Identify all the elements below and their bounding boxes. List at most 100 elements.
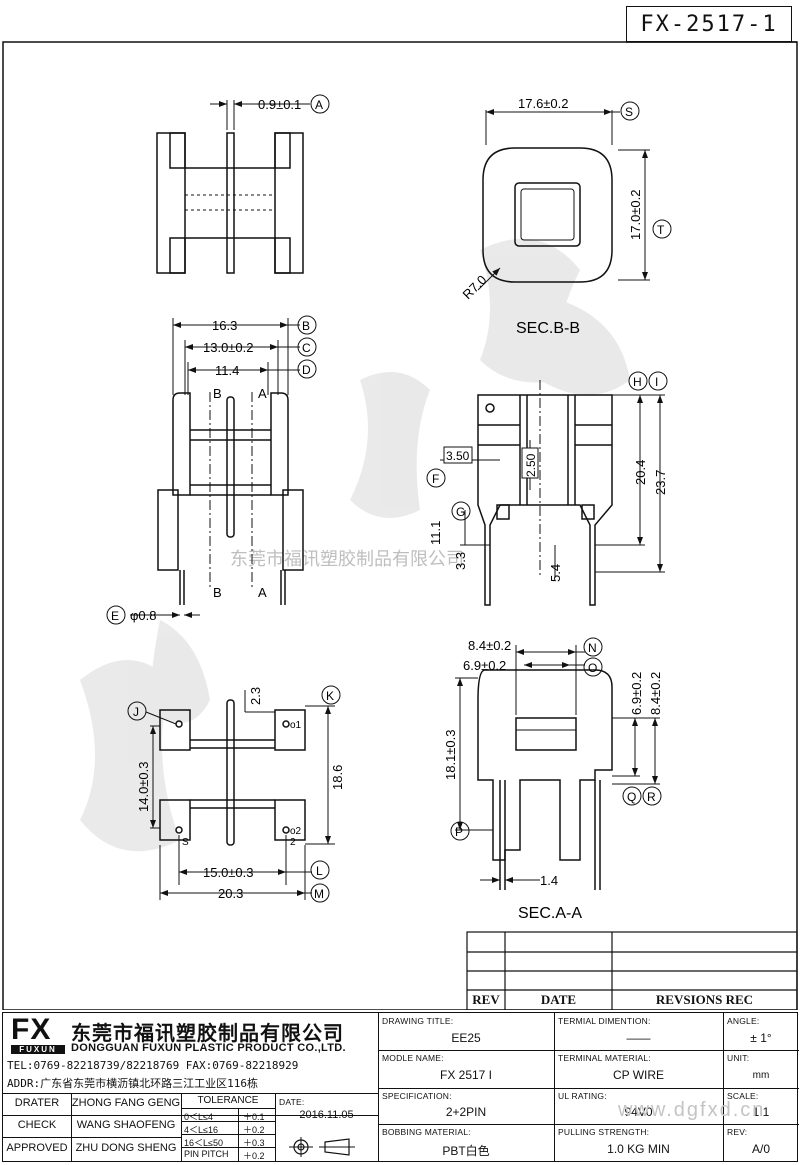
tag-i: I: [655, 375, 658, 389]
section-mark-a-top: A: [258, 386, 267, 401]
dim-3-3: 3.3: [453, 552, 468, 570]
terminal-material-value: CP WIRE: [612, 1068, 665, 1082]
date-label: DATE:: [279, 1097, 305, 1107]
dim-6-9-vert: 6.9±0.2: [629, 672, 644, 715]
dim-8-4-vert: 8.4±0.2: [648, 672, 663, 715]
tol-range-2: 4＜L≤16: [184, 1125, 218, 1135]
signoff-name-check: WANG SHAOFENG: [76, 1119, 176, 1131]
drawing-title-label: DRAWING TITLE:: [382, 1016, 454, 1026]
signoff-role-drater: DRATER: [14, 1097, 60, 1109]
dim-2-3: 2.3: [248, 687, 263, 705]
watermark-text: 东莞市福讯塑胶制品有限公司: [230, 549, 464, 569]
dim-15-0: 15.0±0.3: [203, 865, 254, 880]
tag-t: T: [657, 223, 665, 237]
pulling-strength-value: 1.0 KG MIN: [607, 1142, 670, 1156]
drawing-frame: [2, 41, 798, 1010]
rev-header-records: REVSIONS REC: [655, 992, 754, 1007]
section-mark-b-top: B: [213, 386, 222, 401]
company-logo: FX FUXUN: [11, 1013, 65, 1056]
bobbing-material-label: BOBBING MATERIAL:: [382, 1127, 471, 1137]
terminal-material-label: TERMINAL MATERIAL:: [558, 1053, 651, 1063]
dim-3-50: 3.50: [446, 449, 470, 463]
dim-11-1: 11.1: [428, 521, 443, 545]
sec-bb-caption: SEC.B-B: [516, 320, 580, 337]
tag-l: L: [316, 864, 323, 878]
company-name-en: DONGGUAN FUXUN PLASTIC PRODUCT CO.,LTD.: [71, 1042, 346, 1054]
tol-range-1: 0＜L≤4: [184, 1112, 213, 1122]
signoff-name-drater: ZHONG FANG GENG: [71, 1097, 181, 1109]
revision-table: [466, 931, 798, 1010]
view-sec-aa: [455, 645, 660, 890]
tag-b: B: [302, 319, 310, 333]
tag-g: G: [456, 505, 465, 519]
terminal-dimention-value: ——: [626, 1031, 651, 1045]
dim-1-4: 1.4: [540, 873, 558, 888]
rev-value: A/0: [751, 1142, 770, 1156]
tag-r: R: [647, 790, 656, 804]
signoff-role-check: CHECK: [17, 1119, 57, 1131]
company-name-cn: 东莞市福讯塑胶制品有限公司: [71, 1023, 344, 1045]
pulling-strength-label: PULLING STRENGTH:: [558, 1127, 650, 1137]
unit-label: UNIT:: [727, 1053, 750, 1063]
dim-8-4-horiz: 8.4±0.2: [468, 638, 511, 653]
dim-sec-bb-height: 17.0±0.2: [628, 189, 643, 240]
tag-p: P: [455, 825, 463, 839]
date-value: 2016.11.05: [299, 1109, 354, 1121]
rev-header-rev: REV: [472, 992, 500, 1007]
title-block: FX FUXUN 东莞市福讯塑胶制品有限公司 DONGGUAN FUXUN PL…: [2, 1012, 799, 1162]
tag-k: K: [326, 689, 334, 703]
angle-value: ± 1°: [750, 1031, 772, 1045]
dim-16-3: 16.3: [212, 318, 237, 333]
rev-header-date: DATE: [540, 992, 577, 1007]
rev-label: REV:: [727, 1127, 748, 1137]
tag-q: Q: [627, 790, 636, 804]
company-tel: TEL:0769-82218739/82218769 FAX:0769-8221…: [7, 1059, 299, 1072]
dim-14-0: 14.0±0.3: [136, 761, 151, 812]
tag-a: A: [315, 98, 323, 112]
pin-label-o1: o1: [290, 720, 302, 731]
view-sec-bb: [477, 109, 650, 291]
ul-rating-value: 94V0: [624, 1105, 653, 1119]
tol-range-3: 16＜L≤50: [184, 1138, 223, 1148]
tag-s: S: [625, 105, 633, 119]
pin-label-o2: o2: [290, 826, 302, 837]
company-addr: ADDR:广东省东莞市横沥镇北环路三江工业区116栋: [7, 1077, 258, 1090]
signoff-name-approved: ZHU DONG SHENG: [75, 1142, 177, 1154]
tag-j: J: [133, 705, 139, 719]
dim-13-0: 13.0±0.2: [203, 340, 254, 355]
model-name-value: FX 2517 I: [439, 1068, 493, 1082]
tag-c: C: [302, 341, 311, 355]
tol-value-4: ＋0.2: [243, 1151, 265, 1161]
angle-label: ANGLE:: [727, 1016, 760, 1026]
drawing-title-value: EE25: [451, 1031, 481, 1045]
tag-f: F: [432, 472, 439, 486]
site-watermark: www.dgfxd.cn: [618, 1099, 766, 1121]
pin-label-s: S: [182, 837, 189, 848]
tol-value-3: ＋0.3: [243, 1138, 265, 1148]
pin-label-2: 2: [290, 837, 296, 848]
tag-h: H: [633, 375, 642, 389]
specification-label: SPECIFICATION:: [382, 1091, 452, 1101]
tag-m: M: [314, 887, 324, 901]
dim-5-4: 5.4: [548, 564, 563, 582]
tolerance-title: TOLERANCE: [197, 1095, 259, 1106]
bobbing-material-value: PBT白色: [442, 1144, 490, 1158]
dim-2-50: 2.50: [524, 453, 538, 477]
dim-6-9-horiz: 6.9±0.2: [463, 658, 506, 673]
tag-o: O: [588, 661, 597, 675]
tag-d: D: [302, 363, 311, 377]
dim-23-7: 23.7: [653, 470, 668, 495]
tol-value-2: ＋0.2: [243, 1125, 265, 1135]
specification-value: 2+2PIN: [445, 1105, 487, 1119]
logo-sub: FUXUN: [11, 1045, 65, 1054]
technical-drawing: 东莞市福讯塑胶制品有限公司 0.9±0.1 A: [2, 41, 798, 1010]
scale-label: SCALE:: [727, 1091, 759, 1101]
logo-text: FX: [11, 1013, 52, 1046]
tol-range-4: PIN PITCH: [184, 1149, 229, 1159]
sec-aa-caption: SEC.A-A: [518, 905, 582, 922]
section-mark-b-bottom: B: [213, 585, 222, 600]
dim-20-4: 20.4: [633, 460, 648, 485]
signoff-role-approved: APPROVED: [6, 1142, 68, 1154]
view-front: [130, 318, 304, 618]
dim-18-6: 18.6: [330, 765, 345, 790]
